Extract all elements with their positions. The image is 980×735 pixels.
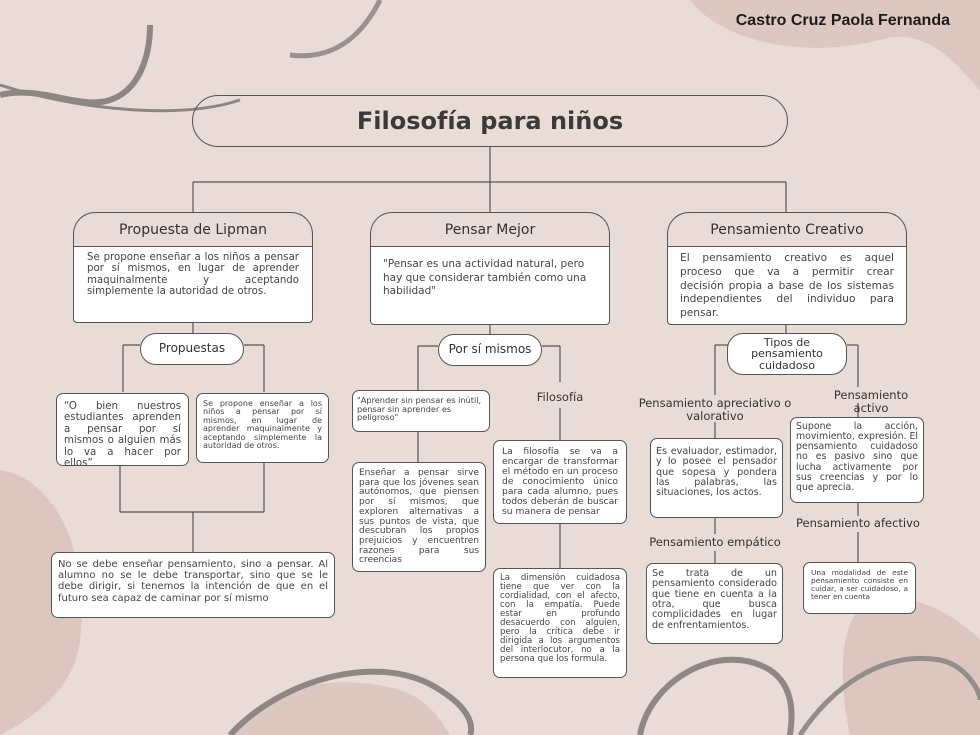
apreciativo-card: Es evaluador, estimador, y lo posee el p…	[650, 438, 783, 518]
filosofia-label: Filosofía	[536, 390, 584, 404]
activo-card: Supone la acción, movimiento, expresión.…	[790, 417, 924, 503]
propuestas-node: Propuestas	[140, 333, 244, 365]
afectivo-label: Pensamiento afectivo	[796, 516, 920, 530]
background-blob	[842, 598, 980, 735]
empatico-card: Se trata de un pensamiento considerado q…	[646, 563, 783, 644]
lipman-description: Se propone enseñar a los niños a pensar …	[73, 246, 313, 323]
heading-pensar-mejor: Pensar Mejor	[370, 212, 610, 246]
background-curve	[227, 668, 475, 735]
apreciativo-label: Pensamiento apreciativo o valorativo	[638, 396, 792, 423]
background-blob	[690, 0, 980, 90]
activo-label: Pensamiento activo	[833, 388, 909, 415]
pensar-mejor-description: "Pensar es una actividad natural, pero h…	[370, 246, 610, 325]
background-curve	[797, 656, 980, 735]
lipman-conclusion-card: No se debe enseñar pensamiento, sino a p…	[51, 552, 335, 618]
dimension-cuidadosa-card: La dimensión cuidadosa tiene que ver con…	[493, 568, 627, 678]
background-curve	[637, 656, 795, 735]
diagram-title: Filosofía para niños	[192, 95, 788, 147]
heading-pensamiento-creativo: Pensamiento Creativo	[667, 212, 907, 246]
creativo-description: El pensamiento creativo es aquel proceso…	[667, 246, 907, 325]
afectivo-card: Una modalidad de este pensamiento consis…	[803, 562, 916, 614]
filosofia-card: La filosofía se va a encargar de transfo…	[493, 440, 627, 524]
ensenar-a-pensar-card: Enseñar a pensar sirve para que los jóve…	[352, 462, 486, 572]
empatico-label: Pensamiento empático	[649, 535, 781, 549]
lipman-proposal-card: Se propone enseñar a los niños a pensar …	[196, 393, 329, 463]
aprender-quote-card: "Aprender sin pensar es inútil, pensar s…	[352, 390, 490, 432]
tipos-pensamiento-node: Tipos de pensamiento cuidadoso	[727, 333, 847, 375]
heading-propuesta-lipman: Propuesta de Lipman	[73, 212, 313, 246]
background-curve	[289, 0, 383, 59]
lipman-quote-card: “O bien nuestros estudiantes aprenden a …	[56, 393, 189, 469]
background-blob	[0, 470, 82, 735]
por-si-mismos-node: Por sí mismos	[438, 334, 542, 366]
author-name: Castro Cruz Paola Fernanda	[735, 12, 950, 29]
